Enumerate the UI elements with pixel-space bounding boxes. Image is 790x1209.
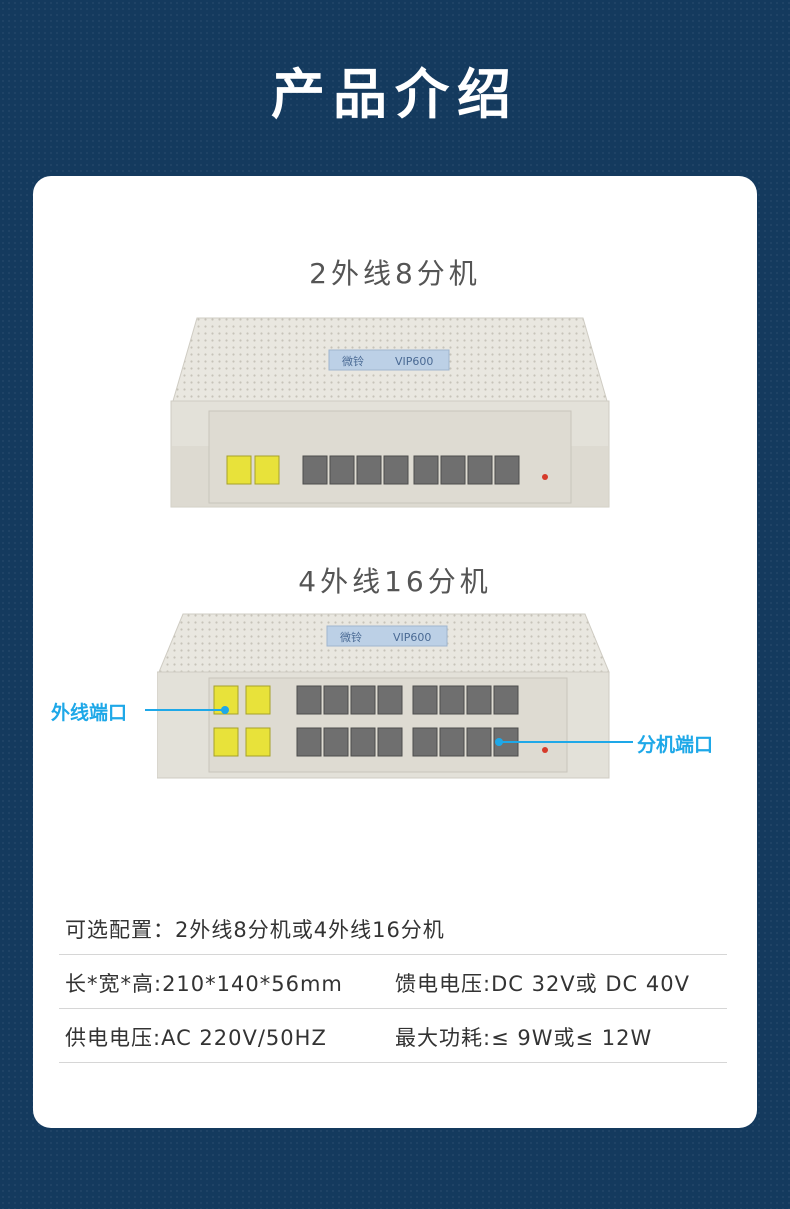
callout-lines <box>145 706 633 746</box>
spec-row-config: 可选配置：2外线8分机或4外线16分机 <box>59 900 727 955</box>
spec-config: 可选配置：2外线8分机或4外线16分机 <box>65 918 445 942</box>
device-model-label: VIP600 <box>393 631 431 644</box>
device-logo: 微铃 <box>342 354 364 368</box>
spec-power-supply: 供电电压:AC 220V/50HZ <box>65 1026 327 1050</box>
device-image-large: 微铃 VIP600 <box>157 613 610 779</box>
callout-extension-port: 分机端口 <box>637 734 714 756</box>
page-title: 产品介绍 <box>271 63 519 126</box>
model-title-large: 4外线16分机 <box>298 565 492 598</box>
device-image-small: 微铃 VIP600 <box>170 317 610 508</box>
spec-row-power: 供电电压:AC 220V/50HZ 最大功耗:≤ 9W或≤ 12W <box>59 1008 727 1063</box>
spec-size: 长*宽*高:210*140*56mm <box>65 972 343 996</box>
model-title-small: 2外线8分机 <box>309 257 481 290</box>
device-model-label: VIP600 <box>395 355 433 368</box>
spec-feed-voltage: 馈电电压:DC 32V或 DC 40V <box>395 972 690 996</box>
spec-row-size-feed: 长*宽*高:210*140*56mm 馈电电压:DC 32V或 DC 40V <box>59 954 727 1009</box>
spec-power-consumption: 最大功耗:≤ 9W或≤ 12W <box>395 1026 653 1050</box>
device-logo: 微铃 <box>340 630 362 644</box>
callout-trunk-port: 外线端口 <box>51 702 128 724</box>
product-card: 2外线8分机 微铃 VIP600 4外线16分机 <box>33 176 757 1128</box>
